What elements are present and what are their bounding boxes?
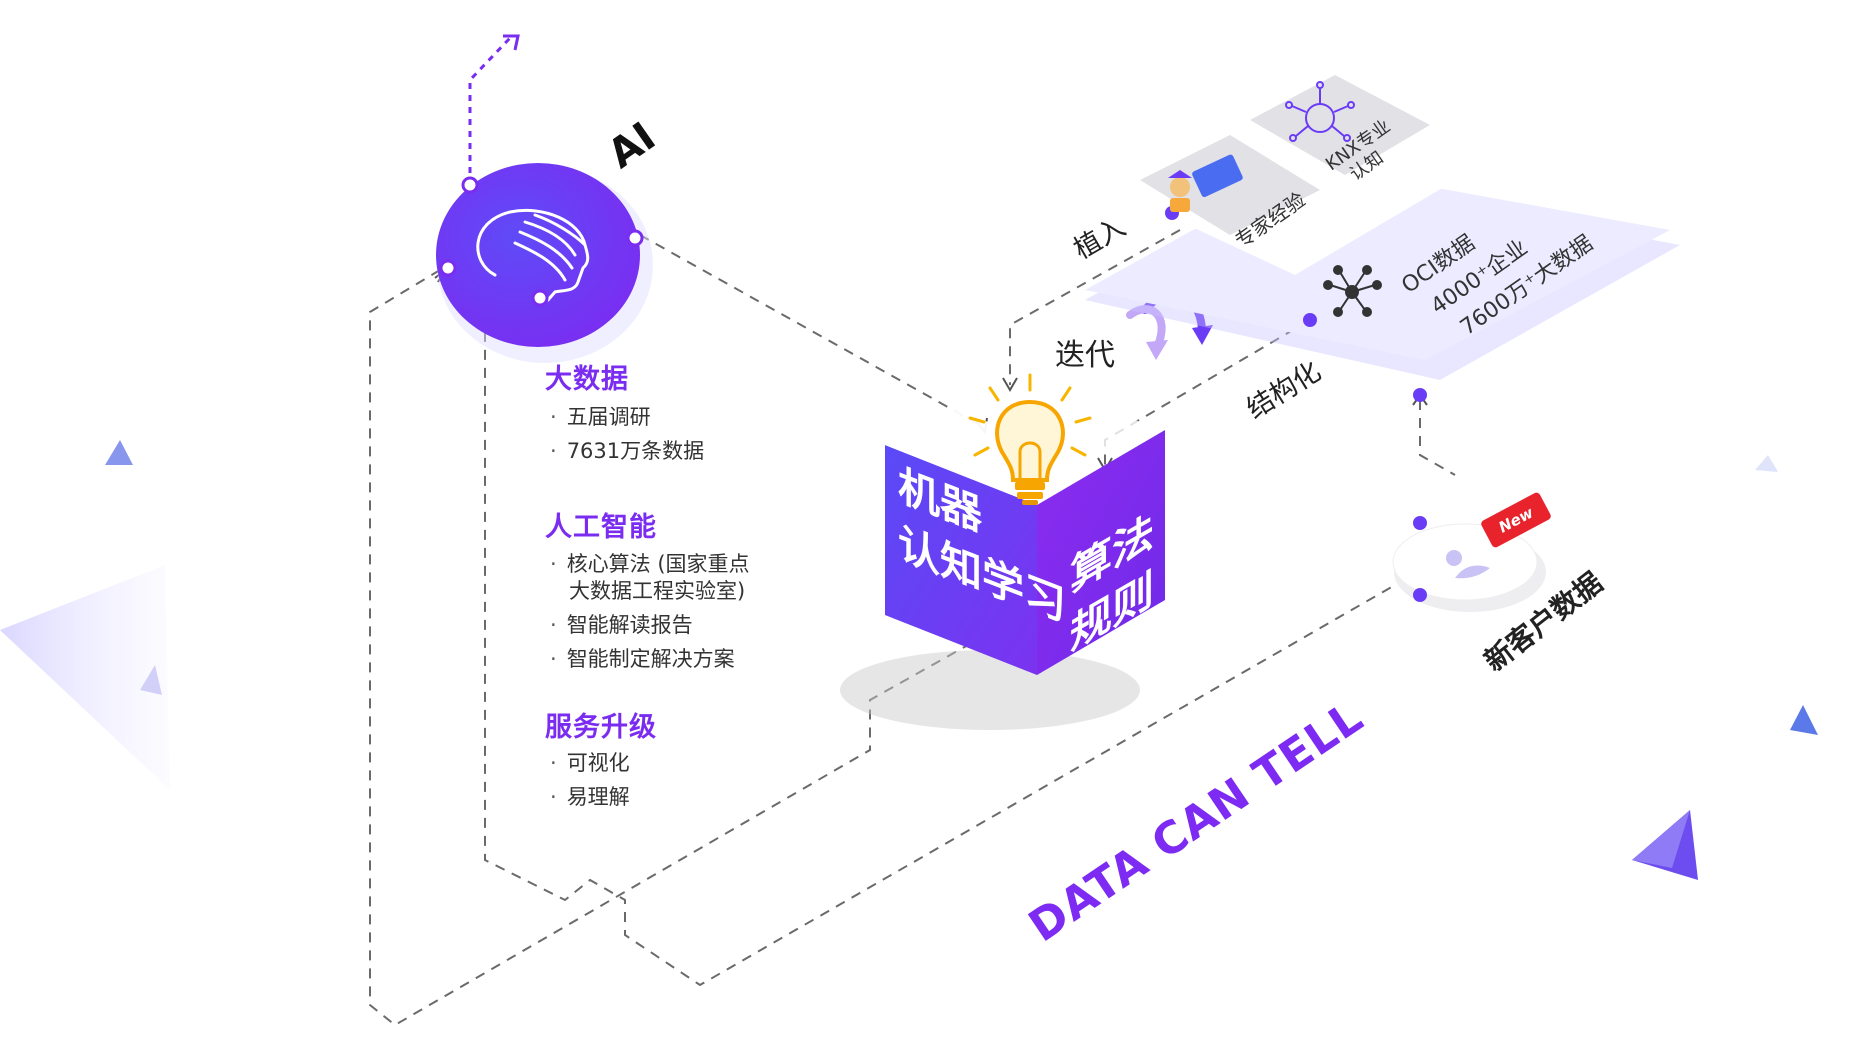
list-item: ·五届调研 — [550, 405, 651, 429]
bullet: · — [550, 613, 557, 637]
list-item: ·7631万条数据 — [550, 439, 705, 463]
decor-triangle-large — [0, 565, 170, 790]
decor-triangle-small — [105, 440, 133, 465]
list-item-continued: 大数据工程实验室) — [569, 579, 746, 603]
bullet: · — [550, 785, 557, 809]
list-item: ·易理解 — [550, 785, 630, 809]
bullet: · — [550, 405, 557, 429]
expert-icon — [1168, 154, 1243, 212]
list-item: ·核心算法 (国家重点 — [550, 552, 750, 576]
bullet: · — [550, 439, 557, 463]
list-item: ·可视化 — [550, 751, 630, 775]
platform — [1070, 40, 1680, 402]
bullet: · — [550, 552, 557, 576]
bullet: · — [550, 751, 557, 775]
section-title-bigdata: 大数据 — [545, 364, 629, 395]
knx-icon — [1285, 81, 1355, 142]
list-item: ·智能解读报告 — [550, 613, 693, 637]
bullet: · — [550, 647, 557, 671]
user-icon — [1446, 550, 1462, 566]
section-title-ai: 人工智能 — [545, 512, 657, 543]
section-title-service: 服务升级 — [545, 712, 657, 743]
list-item: ·智能制定解决方案 — [550, 647, 735, 671]
brain-head-icon — [476, 209, 590, 302]
network-icon — [1323, 265, 1382, 317]
lightbulb-icon — [968, 373, 1092, 505]
iterate-label: 迭代 — [1055, 338, 1115, 373]
ai-node — [436, 163, 653, 363]
